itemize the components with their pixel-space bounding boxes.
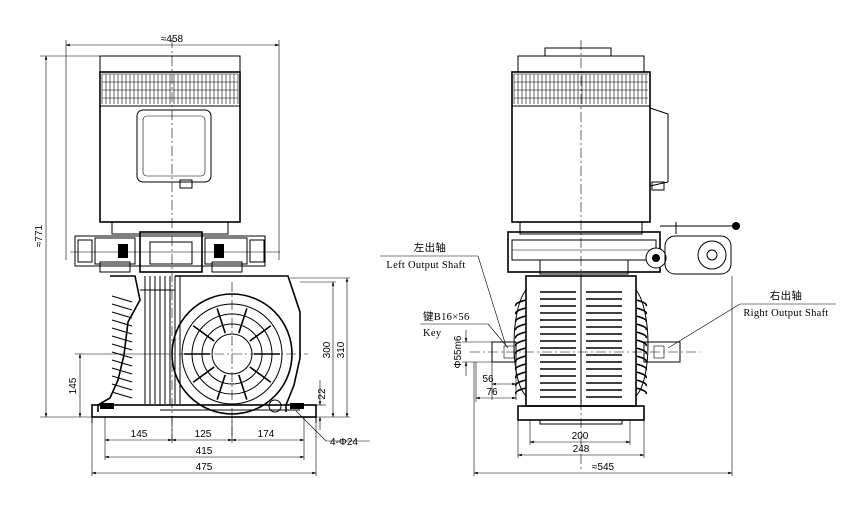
dim-w545-label: ≈545 [592, 462, 615, 473]
side-rib [635, 315, 648, 323]
wheel-spoke [249, 366, 272, 383]
dim-front-width-top: ≈458 [65, 34, 280, 260]
dim-h145-label: 145 [68, 377, 79, 394]
callout-key: 键B16×56 Key [420, 310, 509, 349]
dim-h310-label: 310 [336, 341, 347, 358]
housing-rib [111, 343, 133, 351]
side-rib [635, 323, 648, 331]
housing-rib [111, 311, 133, 319]
dim-w200-label: 200 [572, 431, 589, 442]
housing-rib [111, 391, 133, 399]
dim-h300-label: 300 [322, 341, 333, 358]
side-rib [635, 307, 648, 315]
housing-rib [111, 319, 133, 327]
side-rib [514, 339, 527, 347]
side-rib [635, 387, 648, 395]
side-rib [514, 379, 527, 387]
side-rib [635, 347, 648, 355]
housing-rib [111, 335, 133, 343]
housing-rib [111, 351, 133, 359]
dim-side-d76: 76 [475, 362, 517, 402]
side-rib [635, 355, 648, 363]
dim-w475-label: 475 [196, 462, 213, 473]
dim-w415-label: 415 [196, 446, 213, 457]
dim-side-d56: 56 [482, 362, 517, 400]
dim-w145-label: 145 [131, 429, 148, 440]
dim-front-w415: 415 [104, 443, 305, 460]
side-rib [514, 347, 527, 355]
callout-holes: 4-Φ24 [295, 410, 370, 448]
dim-w125-label: 125 [195, 429, 212, 440]
side-rib [514, 323, 527, 331]
front-motor [99, 55, 241, 235]
shaft-dia-label: Φ55m6 [453, 335, 464, 368]
dim-d56-label: 56 [482, 374, 494, 385]
front-view: ≈458 ≈771 145 300 310 [34, 34, 370, 476]
side-rib [635, 363, 648, 371]
dim-front-row1: 145 125 174 [104, 417, 305, 443]
housing-rib [111, 303, 133, 311]
side-rib [635, 379, 648, 387]
housing-rib [111, 295, 133, 303]
side-rib [514, 315, 527, 323]
wheel-spoke [192, 366, 215, 383]
front-gearbox [97, 275, 301, 415]
dim-side-w545: ≈545 [473, 276, 733, 476]
holes-label: 4-Φ24 [330, 437, 358, 448]
side-rib [514, 331, 527, 339]
wheel-spoke [192, 325, 215, 342]
housing-rib [111, 367, 133, 375]
housing-rib [111, 327, 133, 335]
dim-d76-label: 76 [486, 387, 498, 398]
side-rib [635, 299, 648, 307]
dim-width-top-label: ≈458 [161, 34, 184, 45]
key-en: Key [423, 328, 442, 339]
callout-left-shaft: 左出轴 Left Output Shaft [380, 241, 507, 347]
dim-w174-label: 174 [258, 429, 275, 440]
housing-rib [111, 359, 133, 367]
right-shaft-en: Right Output Shaft [743, 308, 828, 319]
front-base [91, 403, 317, 423]
side-rib [514, 307, 527, 315]
wheel-spoke [238, 374, 248, 400]
dim-height-total-label: ≈771 [34, 224, 45, 247]
side-rib [635, 371, 648, 379]
side-brake [507, 222, 740, 275]
dim-side-w200: 200 [529, 420, 631, 445]
wheel-spoke [216, 374, 226, 400]
side-rib [635, 339, 648, 347]
side-rib [635, 331, 648, 339]
key-cn: 键B16×56 [423, 310, 470, 323]
side-motor [511, 47, 669, 235]
wheel-spoke [249, 325, 272, 342]
side-rib [514, 387, 527, 395]
dim-front-w475: 475 [91, 423, 317, 476]
dim-side-shaft-dia: Φ55m6 [453, 330, 492, 376]
dim-front-h300-310: 300 310 [290, 277, 350, 418]
left-shaft-en: Left Output Shaft [386, 260, 465, 271]
front-brake [70, 231, 280, 273]
housing-rib [111, 383, 133, 391]
side-rib [514, 299, 527, 307]
side-rib [514, 363, 527, 371]
dim-front-h145: 145 [68, 353, 160, 418]
wheel-spoke [238, 308, 248, 334]
right-shaft-cn: 右出轴 [770, 289, 802, 302]
side-view: 200 248 ≈545 56 76 [380, 40, 836, 476]
left-shaft-cn: 左出轴 [414, 241, 446, 254]
housing-rib [111, 375, 133, 383]
wheel-spoke [216, 308, 226, 334]
dim-front-h22: 22 [316, 380, 328, 430]
dim-w248-label: 248 [573, 444, 590, 455]
dim-side-w248: 248 [517, 420, 645, 458]
dim-h22-label: 22 [317, 388, 328, 400]
side-rib [514, 355, 527, 363]
dim-front-height: ≈771 [34, 55, 100, 418]
callout-right-shaft: 右出轴 Right Output Shaft [667, 289, 836, 349]
